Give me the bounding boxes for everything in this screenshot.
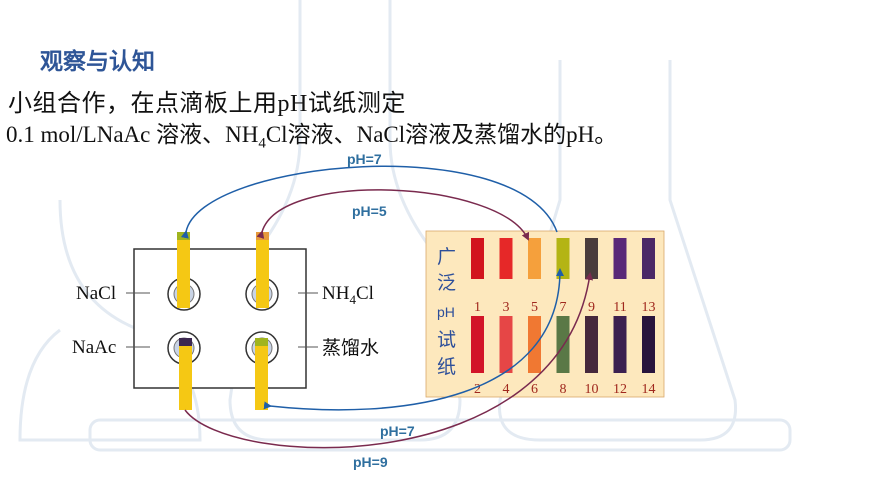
instruction-line-2-part8: pH。	[566, 122, 618, 147]
arrow-nh4cl-to-ph5	[256, 189, 530, 241]
ph-number-14: 14	[642, 382, 656, 397]
ph-swatch-14	[642, 316, 655, 373]
arrow-water-to-ph7	[263, 268, 564, 411]
instruction-line-2-part4: Cl	[265, 122, 288, 147]
ph-swatch-13	[642, 238, 655, 279]
ph-swatch-11	[613, 238, 627, 279]
ph-number-1: 1	[474, 300, 481, 315]
ph-number-8: 8	[560, 382, 567, 397]
instruction-line-2-part2: 溶液、	[156, 122, 226, 148]
label-nh4cl: NH4Cl	[322, 283, 374, 307]
test-strip-water	[255, 338, 268, 410]
instruction-line-2: 0.1 mol/LNaAc 溶液、NH4Cl溶液、NaCl溶液及蒸馏水的pH。	[6, 115, 617, 153]
ph-number-5: 5	[531, 300, 538, 315]
ph-number-4: 4	[503, 382, 510, 397]
chart-title-char-4: 纸	[437, 356, 456, 378]
test-strip-nh4cl	[256, 232, 269, 308]
instruction-line-2-part5: 溶液、	[287, 122, 357, 148]
ph-number-7: 7	[560, 300, 567, 315]
label-water: 蒸馏水	[322, 337, 379, 359]
instruction-line-2-part7: 溶液及蒸馏水的	[405, 122, 567, 148]
ph-number-3: 3	[503, 300, 510, 315]
instruction-line-2-part3: NH	[225, 122, 259, 147]
ph-number-13: 13	[642, 300, 656, 315]
arrow-naac-to-ph9	[184, 272, 594, 449]
label-naac: NaAc	[72, 337, 116, 358]
ph-number-12: 12	[613, 382, 627, 397]
ph-chart	[425, 230, 665, 398]
ph-swatch-3	[499, 238, 513, 279]
test-strip-naac	[179, 338, 192, 410]
ph-number-2: 2	[474, 382, 481, 397]
ph-swatch-10	[585, 316, 598, 373]
instruction-line-1: 小组合作，在点滴板上用pH试纸测定	[8, 83, 406, 118]
ph-swatch-5	[528, 238, 541, 279]
arrow-label-top-ph7: pH=7	[347, 151, 382, 167]
chart-title-char-2: 泛	[437, 272, 456, 294]
ph-swatch-12	[613, 316, 627, 373]
ph-swatch-2	[471, 316, 484, 373]
ph-swatch-7	[556, 238, 570, 279]
spot-plate	[133, 248, 307, 389]
chart-title-char-3: 试	[437, 329, 456, 351]
ph-swatch-9	[585, 238, 598, 279]
ph-number-6: 6	[531, 382, 538, 397]
ph-number-9: 9	[588, 300, 595, 315]
arrow-label-bottom-ph7: pH=7	[380, 423, 415, 439]
chart-title-char-1: 广	[437, 246, 456, 268]
label-nacl: NaCl	[76, 283, 116, 304]
arrow-label-bottom-ph9: pH=9	[353, 454, 388, 470]
ph-swatch-4	[499, 316, 513, 373]
instruction-line-2-part6: NaCl	[356, 122, 406, 147]
instruction-line-2-subscript: 4	[258, 135, 266, 152]
test-strip-nacl	[177, 232, 190, 308]
ph-number-11: 11	[613, 300, 626, 315]
arrow-label-top-ph5: pH=5	[352, 203, 387, 219]
ph-number-10: 10	[585, 382, 599, 397]
instruction-line-1-ph: pH	[277, 91, 308, 117]
arrow-nacl-to-ph7	[180, 165, 558, 239]
ph-swatch-1	[471, 238, 484, 279]
page-title: 观察与认知	[40, 49, 155, 75]
instruction-line-2-part1: 0.1 mol/LNaAc	[6, 122, 157, 147]
ph-swatch-6	[528, 316, 541, 373]
instruction-line-1-post: 试纸测定	[307, 89, 406, 117]
instruction-line-1-pre: 小组合作，在点滴板上用	[8, 89, 278, 117]
ph-swatch-8	[556, 316, 570, 373]
chart-title-ph: pH	[437, 304, 455, 320]
